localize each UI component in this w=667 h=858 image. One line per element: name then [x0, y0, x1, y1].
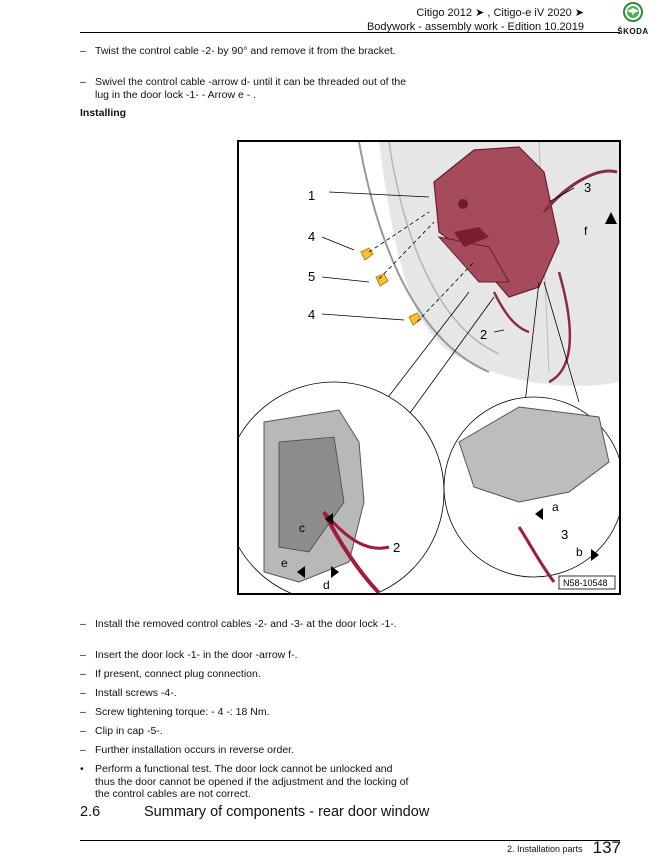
section-title: Summary of components - rear door window: [144, 804, 430, 820]
step-text: Twist the control cable -2- by 90° and r…: [95, 45, 396, 57]
step-item: – If present, connect plug connection.: [80, 668, 410, 681]
step-item: – Install screws -4-.: [80, 687, 410, 700]
figure-reference: N58-10548: [563, 578, 608, 588]
step-marker: –: [80, 668, 86, 680]
callout-3-detail: 3: [561, 527, 568, 542]
arrow-d-label: d: [323, 578, 330, 592]
arrow-e-label: e: [281, 556, 288, 570]
step-item: – Insert the door lock -1- in the door -…: [80, 649, 410, 662]
callout-2-detail: 2: [393, 540, 400, 555]
subheading-installing: Installing: [80, 107, 127, 119]
callout-3: 3: [584, 180, 591, 195]
brand-name: ŠKODA: [617, 27, 649, 36]
footer-chapter: 2. Installation parts: [506, 844, 583, 854]
screw-upper: [360, 247, 374, 261]
skoda-emblem-icon: [623, 2, 643, 22]
step-item: – Twist the control cable -2- by 90° and…: [80, 45, 410, 58]
step-marker: –: [80, 744, 86, 756]
callout-2-top: 2: [480, 327, 487, 342]
door-lock-figure: 1 3 4 5 4 2 f c 2 e d a 3 b N58-10548: [237, 140, 621, 595]
step-text: Install screws -4-.: [95, 687, 177, 699]
arrow-b-label: b: [576, 545, 583, 559]
step-text: Clip in cap -5-.: [95, 725, 163, 737]
note-text: Perform a functional test. The door lock…: [95, 763, 409, 800]
step-text: If present, connect plug connection.: [95, 668, 261, 680]
callout-4-lower: 4: [308, 307, 315, 322]
section-heading: 2.6 Summary of components - rear door win…: [80, 804, 429, 820]
door-panel: [239, 142, 619, 386]
step-item: – Install the removed control cables -2-…: [80, 618, 410, 631]
callout-1: 1: [308, 188, 315, 203]
header-rule: [80, 32, 620, 33]
callout-4-upper: 4: [308, 229, 315, 244]
footer-rule: [80, 840, 620, 841]
arrow-c-label: c: [299, 521, 305, 535]
step-marker: –: [80, 649, 86, 661]
skoda-logo: ŠKODA: [613, 2, 653, 36]
step-item: – Screw tightening torque: - 4 -: 18 Nm.: [80, 706, 410, 719]
step-item: – Swivel the control cable -arrow d- unt…: [80, 76, 410, 101]
step-text: Swivel the control cable -arrow d- until…: [95, 76, 407, 101]
step-text: Screw tightening torque: - 4 -: 18 Nm.: [95, 706, 270, 718]
step-item: – Clip in cap -5-.: [80, 725, 410, 738]
note-item: • Perform a functional test. The door lo…: [80, 763, 410, 801]
header-model-line: Citigo 2012 ➤ , Citigo-e iV 2020 ➤: [416, 7, 584, 19]
step-marker: –: [80, 76, 86, 88]
note-bullet: •: [80, 763, 84, 775]
arrow-a-label: a: [552, 500, 559, 514]
step-marker: –: [80, 725, 86, 737]
section-number: 2.6: [80, 804, 101, 820]
step-marker: –: [80, 618, 86, 630]
step-marker: –: [80, 687, 86, 699]
cap: [375, 273, 389, 287]
step-item: – Further installation occurs in reverse…: [80, 744, 410, 757]
step-text: Install the removed control cables -2- a…: [95, 618, 397, 630]
screw-lower: [408, 312, 422, 326]
step-text: Further installation occurs in reverse o…: [95, 744, 295, 756]
document-header: Citigo 2012 ➤ , Citigo-e iV 2020 ➤ Bodyw…: [300, 6, 584, 34]
step-marker: –: [80, 45, 86, 57]
callout-5: 5: [308, 269, 315, 284]
step-marker: –: [80, 706, 86, 718]
header-manual-line: Bodywork - assembly work - Edition 10.20…: [366, 21, 584, 33]
footer: 2. Installation parts: [507, 844, 621, 854]
page-number: 137: [592, 838, 621, 857]
arrow-f-label: f: [584, 224, 588, 238]
step-text: Insert the door lock -1- in the door -ar…: [95, 649, 298, 661]
